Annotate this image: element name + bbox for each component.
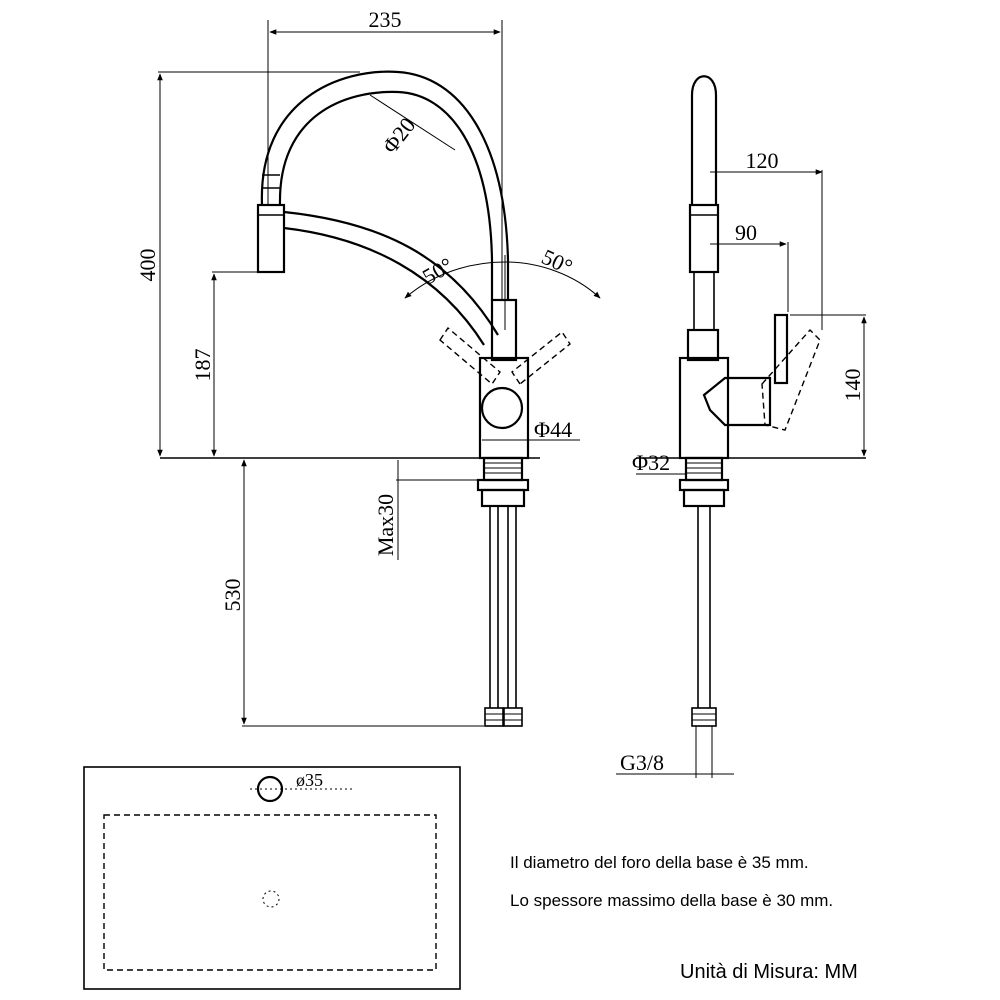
hose-diameter-text: Φ20 (377, 113, 420, 158)
shank-diameter-text: Φ32 (632, 450, 670, 475)
front-cartridge-circle (480, 386, 524, 430)
base-hole-text: ø35 (296, 770, 323, 790)
height-dim-text: 400 (135, 249, 160, 282)
side-lever-swing (761, 328, 821, 431)
front-washer (480, 488, 526, 508)
front-nut (476, 478, 530, 492)
lever-swing-positions (439, 326, 571, 386)
height-dimension: 400 (135, 71, 360, 457)
base-plate: ø35 (83, 766, 461, 990)
supply-hoses (484, 506, 523, 727)
max-thickness-text: Max30 (373, 494, 398, 556)
front-lever (490, 298, 518, 362)
side-lever-base (702, 376, 772, 427)
front-body (478, 356, 530, 460)
spout-height-dim-text: 187 (190, 349, 215, 382)
hose-length-dimension: 530 (220, 459, 484, 727)
front-shank (482, 456, 524, 482)
hose-length-text: 530 (220, 579, 245, 612)
side-gooseneck (690, 75, 718, 205)
lever-height-dim-text: 140 (840, 369, 865, 402)
side-shank (684, 456, 724, 482)
side-view: 120 90 140 Φ32 G3/8 (616, 75, 867, 778)
lever-reach-dim-text: 90 (735, 220, 757, 245)
front-view: 235 400 187 Φ20 50° (135, 7, 601, 727)
reach-dim-text: 120 (746, 148, 779, 173)
width-dim-text: 235 (369, 7, 402, 32)
side-lever-handle (773, 313, 789, 385)
gooseneck-outer (260, 70, 510, 300)
side-spray-head (688, 203, 720, 274)
spout-height-dimension: 187 (190, 271, 262, 457)
gooseneck-inner (278, 90, 494, 300)
spout-arm-bottom (283, 226, 485, 346)
body-diameter-text: Φ44 (534, 417, 572, 442)
side-body (678, 356, 730, 460)
base-inner-outline (103, 814, 437, 971)
spray-head (256, 203, 286, 274)
base-outline (83, 766, 461, 990)
thread-dim-text: G3/8 (620, 750, 664, 775)
note-line-1: Il diametro del foro della base è 35 mm. (510, 853, 809, 872)
units-note: Unità di Misura: MM (680, 961, 858, 983)
spout-arm-top (283, 210, 499, 336)
note-line-2: Lo spessore massimo della base è 30 mm. (510, 891, 833, 910)
base-center-hole (262, 890, 280, 908)
swivel-right-text: 50° (538, 244, 576, 280)
width-dimension: 235 (267, 7, 503, 300)
